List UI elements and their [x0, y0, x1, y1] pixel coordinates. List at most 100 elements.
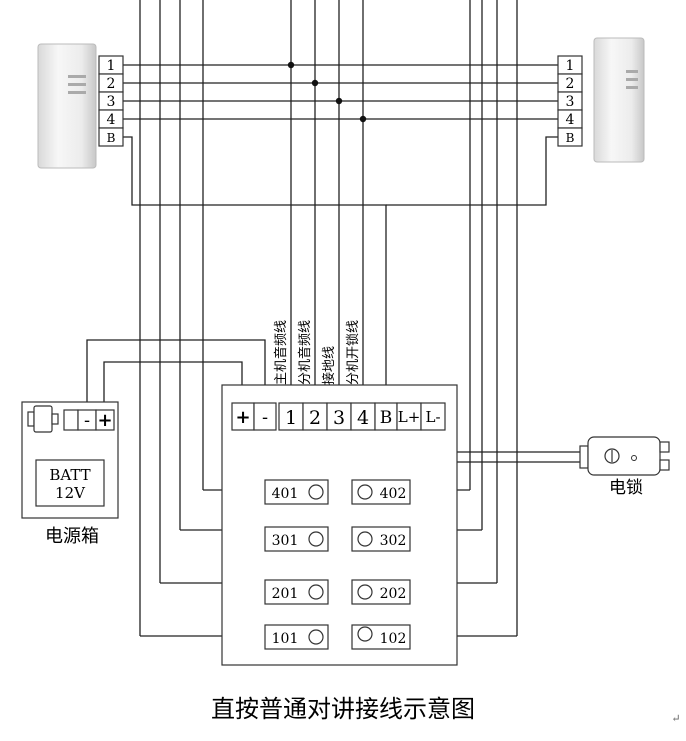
room-buttons-right: 402 302 202 102: [351, 479, 411, 650]
right-terminal-label: 3: [566, 94, 575, 110]
wire: [103, 361, 243, 410]
room-button-knob[interactable]: [308, 629, 324, 645]
junction-dot: [359, 115, 367, 123]
main-terminal-label: +: [235, 407, 250, 428]
left-door-speaker: [68, 75, 86, 78]
left-door-speaker: [68, 83, 86, 86]
room-button-number: 301: [272, 533, 299, 549]
main-terminal-strip: + - 1 2 3 4 B L+ L-: [231, 402, 446, 431]
main-terminal-label: 2: [309, 407, 321, 429]
room-button-102[interactable]: 102: [351, 624, 411, 650]
room-button-201[interactable]: 201: [264, 579, 329, 605]
room-button-number: 201: [272, 586, 299, 602]
lock-body: [587, 436, 661, 476]
junction-dot: [335, 97, 343, 105]
room-button-number: 101: [272, 631, 299, 647]
right-door-speaker: [626, 70, 638, 73]
power-terminal: [95, 409, 115, 431]
main-terminal-label: -: [262, 407, 268, 428]
diagram-caption: 直按普通对讲接线示意图: [211, 695, 475, 723]
junction-dot: [287, 61, 295, 69]
lock-dot: [631, 455, 637, 461]
wire: [386, 136, 558, 206]
power-box-label: 电源箱: [45, 526, 99, 547]
left-terminal-label: 2: [107, 76, 116, 92]
left-door-speaker: [68, 91, 86, 94]
room-button-knob[interactable]: [357, 531, 373, 547]
left-terminal-label: B: [107, 131, 116, 145]
battery-voltage: 12V: [55, 484, 86, 502]
plug-icon: [27, 405, 59, 433]
right-door-speaker: [626, 86, 638, 89]
lock-label: 电锁: [609, 478, 643, 498]
main-terminal: [420, 402, 446, 431]
junction-dot: [311, 79, 319, 87]
room-button-knob[interactable]: [357, 484, 373, 500]
room-button-101[interactable]: 101: [264, 624, 329, 650]
left-door-station: 1 2 3 4 B: [37, 43, 124, 169]
right-terminal-label: 2: [566, 76, 575, 92]
power-terminal-label: -: [84, 410, 90, 431]
power-terminal-label: +: [97, 410, 112, 431]
main-terminal: [350, 402, 376, 431]
main-unit-body: [221, 384, 458, 666]
main-terminal-label: L+: [398, 408, 421, 426]
right-terminal-label: 1: [566, 58, 575, 74]
main-terminal: [278, 402, 304, 431]
battery-box: [35, 459, 105, 507]
main-terminal-label: 3: [333, 407, 345, 429]
room-button-knob[interactable]: [357, 584, 373, 600]
room-button-number: 401: [272, 486, 299, 502]
right-terminal: [557, 127, 583, 147]
room-button-number: 102: [380, 631, 407, 647]
room-button-301[interactable]: 301: [264, 526, 329, 552]
right-door-station: 1 2 3 4 B: [557, 37, 645, 163]
left-door-panel-body: [37, 43, 97, 169]
room-button-number: 202: [380, 586, 407, 602]
main-terminal: [302, 402, 328, 431]
wire-label-host-audio: 主机音频线: [273, 320, 289, 385]
power-terminal-blank: [63, 409, 79, 431]
right-terminal-block: 1 2 3 4 B: [557, 55, 583, 147]
main-terminal: [326, 402, 352, 431]
wire: [86, 339, 266, 410]
main-terminal: [396, 402, 422, 431]
room-button-number: 402: [380, 486, 407, 502]
main-terminal-label: B: [380, 408, 393, 428]
room-button-202[interactable]: 202: [351, 579, 411, 605]
room-button-frame: [264, 479, 329, 505]
right-terminal-label: 4: [566, 112, 575, 128]
room-button-number: 302: [380, 533, 407, 549]
right-door-speaker: [626, 78, 638, 81]
power-box: - + BATT 12V 电源箱: [21, 401, 119, 547]
main-unit: + - 1 2 3 4 B L+ L- 401: [221, 384, 458, 666]
wire-label-unlock: 分机开锁线: [345, 320, 361, 385]
room-button-302[interactable]: 302: [351, 526, 411, 552]
room-button-knob[interactable]: [308, 484, 324, 500]
wire-labels: 主机音频线 分机音频线 接地线 分机开锁线: [273, 320, 361, 385]
left-terminal-label: 3: [107, 94, 116, 110]
main-terminal-label: L-: [425, 408, 440, 426]
wire-label-extension-audio: 分机音频线: [297, 320, 313, 385]
room-button-knob[interactable]: [308, 531, 324, 547]
junction-dots: [287, 61, 367, 123]
left-terminal-label: 1: [107, 58, 116, 74]
wire-label-ground: 接地线: [321, 346, 337, 385]
lock-tab: [659, 459, 670, 471]
left-terminal-block: 1 2 3 4 B: [98, 55, 124, 147]
main-terminal-label: 4: [357, 407, 369, 429]
room-button-402[interactable]: 402: [351, 479, 411, 505]
room-button-knob[interactable]: [308, 584, 324, 600]
lock-tab: [659, 441, 670, 453]
room-buttons-left: 401 301 201 101: [264, 479, 329, 650]
electric-lock: 电锁: [579, 436, 670, 498]
room-button-401[interactable]: 401: [264, 479, 329, 505]
lock-connector: [579, 445, 589, 469]
room-button-knob[interactable]: [357, 626, 373, 642]
main-terminal: [253, 402, 277, 431]
room-button-frame: [351, 479, 411, 505]
wire: [123, 136, 387, 403]
main-terminal-label: 1: [285, 407, 297, 429]
left-terminal-label: 4: [107, 112, 116, 128]
